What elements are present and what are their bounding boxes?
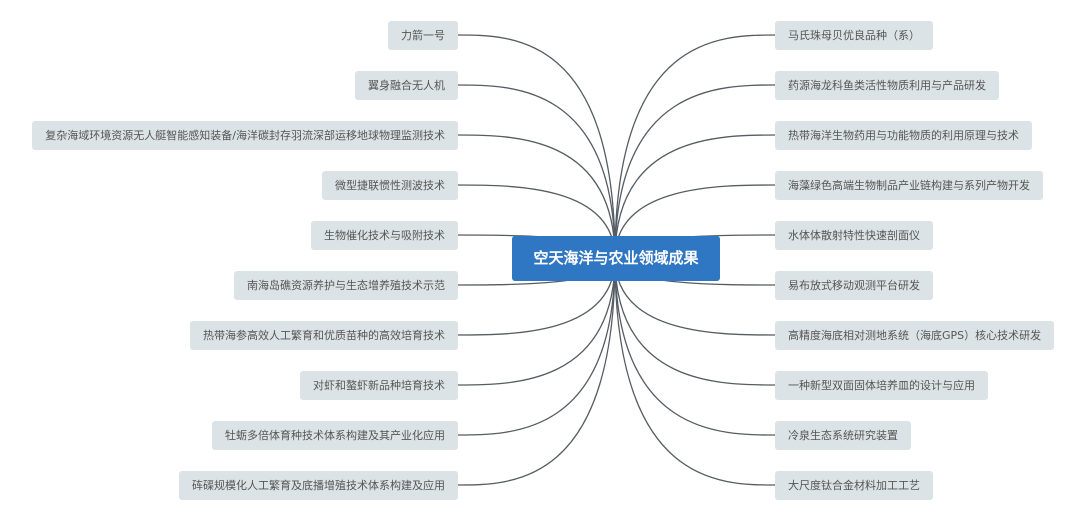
- right-link-0: [614, 34, 776, 259]
- left-link-0: [457, 34, 616, 259]
- right-topic-node[interactable]: 大尺度钛合金材料加工工艺: [775, 471, 933, 500]
- left-topic-node[interactable]: 牡蛎多倍体育种技术体系构建及其产业化应用: [212, 421, 458, 450]
- left-link-8: [457, 257, 616, 436]
- left-link-7: [457, 257, 616, 386]
- right-topic-node[interactable]: 高精度海底相对测地系统（海底GPS）核心技术研发: [775, 321, 1055, 350]
- right-topic-node[interactable]: 药源海龙科鱼类活性物质利用与产品研发: [775, 71, 999, 100]
- left-link-1: [457, 84, 616, 259]
- left-link-2: [457, 134, 616, 259]
- left-topic-node[interactable]: 对虾和螯虾新品种培育技术: [300, 371, 458, 400]
- right-link-1: [614, 84, 776, 259]
- left-topic-node[interactable]: 翼身融合无人机: [355, 71, 458, 100]
- left-topic-node[interactable]: 微型捷联惯性测波技术: [322, 171, 458, 200]
- left-topic-node[interactable]: 力箭一号: [388, 21, 458, 50]
- right-topic-node[interactable]: 马氏珠母贝优良品种（系）: [775, 21, 933, 50]
- right-link-6: [614, 257, 776, 336]
- right-link-9: [614, 257, 776, 486]
- right-topic-node[interactable]: 冷泉生态系统研究装置: [775, 421, 911, 450]
- left-topic-node[interactable]: 生物催化技术与吸附技术: [311, 221, 458, 250]
- right-topic-node[interactable]: 热带海洋生物药用与功能物质的利用原理与技术: [775, 121, 1032, 150]
- right-link-3: [614, 184, 776, 259]
- right-topic-node[interactable]: 一种新型双面固体培养皿的设计与应用: [775, 371, 988, 400]
- left-link-9: [457, 257, 616, 486]
- right-link-8: [614, 257, 776, 436]
- right-topic-node[interactable]: 海藻绿色高端生物制品产业链构建与系列产物开发: [775, 171, 1043, 200]
- left-link-6: [457, 257, 616, 336]
- right-topic-node[interactable]: 易布放式移动观测平台研发: [775, 271, 933, 300]
- right-link-7: [614, 257, 776, 386]
- central-topic[interactable]: 空天海洋与农业领域成果: [512, 236, 720, 281]
- left-topic-node[interactable]: 热带海参高效人工繁育和优质苗种的高效培育技术: [190, 321, 458, 350]
- left-link-3: [457, 184, 616, 259]
- left-topic-node[interactable]: 砗磲规模化人工繁育及底播增殖技术体系构建及应用: [179, 471, 458, 500]
- left-topic-node[interactable]: 南海岛礁资源养护与生态增养殖技术示范: [234, 271, 458, 300]
- left-topic-node[interactable]: 复杂海域环境资源无人艇智能感知装备/海洋碳封存羽流深部运移地球物理监测技术: [32, 121, 458, 150]
- right-link-2: [614, 134, 776, 259]
- right-topic-node[interactable]: 水体体散射特性快速剖面仪: [775, 221, 933, 250]
